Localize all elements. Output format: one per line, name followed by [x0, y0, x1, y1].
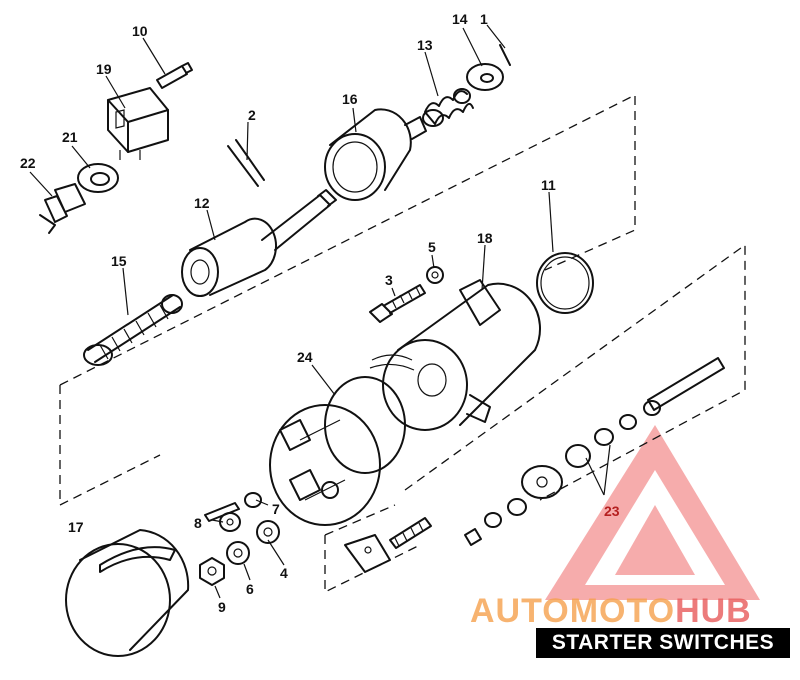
callout-18: 18 — [477, 230, 493, 246]
callout-16: 16 — [342, 91, 358, 107]
screw-part-3 — [369, 284, 426, 323]
washer-part-21 — [77, 163, 119, 193]
callout-3: 3 — [385, 272, 393, 288]
callout-7: 7 — [272, 501, 280, 517]
plunger-part-12 — [181, 189, 337, 297]
callout-13: 13 — [417, 37, 433, 53]
star-washer-part-6 — [226, 541, 250, 565]
large-spring-part-15 — [83, 294, 183, 366]
watermark-logo-icon — [545, 425, 760, 600]
callout-10: 10 — [132, 23, 148, 39]
end-cap-part-17 — [65, 529, 190, 657]
callout-5: 5 — [428, 239, 436, 255]
leader-lines — [29, 24, 611, 599]
washer-part-14 — [466, 63, 504, 91]
callout-9: 9 — [218, 599, 226, 615]
gasket-part-24 — [324, 376, 406, 474]
title-badge: STARTER SWITCHES — [536, 628, 790, 658]
switch-part-22 — [39, 183, 86, 234]
terminal-cover-assembly — [269, 404, 381, 526]
callout-21: 21 — [62, 129, 78, 145]
callout-24: 24 — [297, 349, 313, 365]
o-ring-part-11 — [536, 252, 594, 314]
watermark-brand-text: AUTOMOTOHUB — [470, 592, 752, 630]
callout-11: 11 — [541, 177, 556, 193]
plunger-housing-part-16 — [324, 108, 427, 201]
callout-6: 6 — [246, 581, 254, 597]
callout-labels: 1 2 3 4 5 6 7 8 9 10 11 12 13 14 15 16 1… — [20, 11, 620, 615]
callout-15: 15 — [111, 253, 127, 269]
callout-12: 12 — [194, 195, 210, 211]
contact-assembly-part-23 — [464, 357, 725, 546]
watermark-brand-part2: HUB — [675, 592, 752, 630]
pin-part-1 — [499, 44, 511, 66]
terminal-screw — [204, 502, 240, 522]
watermark-brand-part1: AUTOMOTO — [470, 592, 675, 630]
solenoid-housing-part-18 — [369, 279, 541, 431]
washer-part-4 — [256, 520, 280, 544]
stud-bolt — [389, 517, 432, 549]
spring-part-13 — [422, 88, 474, 127]
bracket-plate — [344, 534, 391, 573]
nut-part-5 — [426, 266, 444, 284]
callout-14: 14 — [452, 11, 468, 27]
callout-8: 8 — [194, 515, 202, 531]
callout-4: 4 — [280, 565, 288, 581]
callout-19: 19 — [96, 61, 112, 77]
lock-washer-part-7 — [244, 492, 262, 508]
hex-nut-part-9 — [199, 557, 225, 586]
rod-part-2 — [227, 139, 265, 187]
bolt-part-10 — [156, 62, 193, 89]
callout-2: 2 — [248, 107, 256, 123]
callout-22: 22 — [20, 155, 36, 171]
callout-23: 23 — [604, 503, 620, 519]
relay-part-19 — [107, 87, 169, 160]
callout-17: 17 — [68, 519, 84, 535]
callout-1: 1 — [480, 11, 488, 27]
